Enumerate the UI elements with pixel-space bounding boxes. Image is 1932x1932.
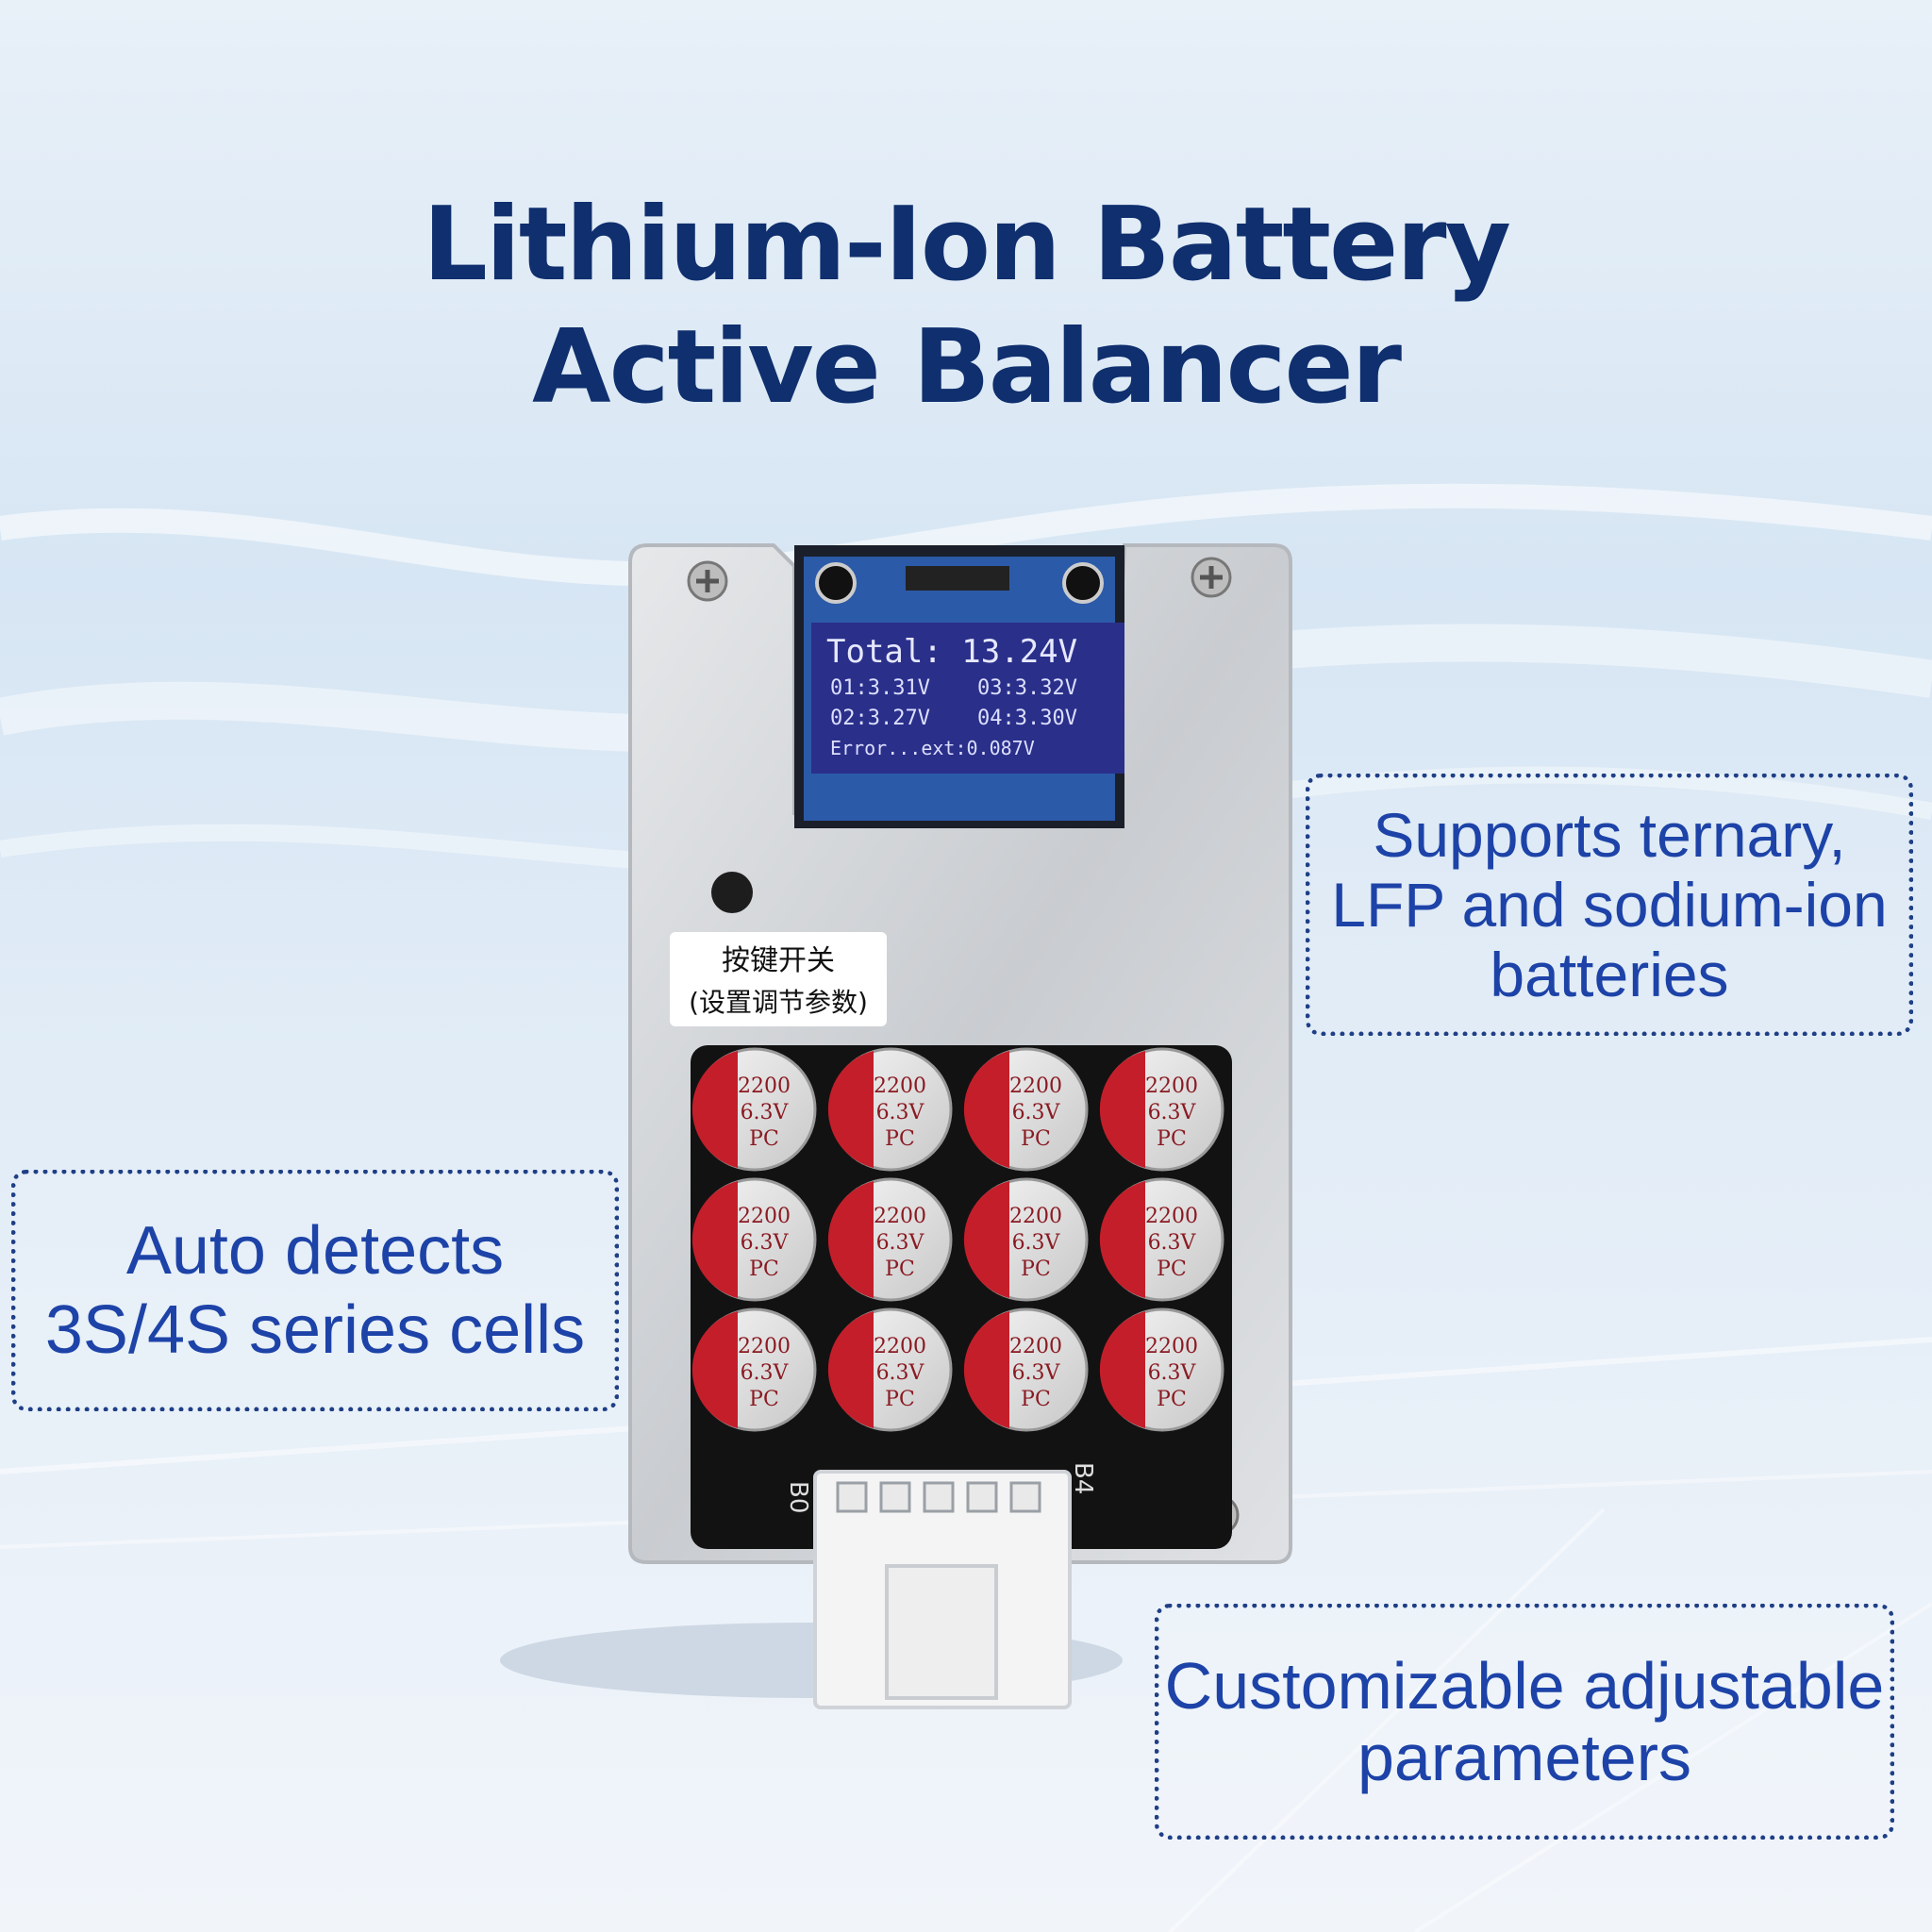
capacitor-marking: PC (749, 1257, 779, 1281)
capacitor-marking: PC (885, 1257, 915, 1281)
capacitor-marking: 2200 (1009, 1205, 1062, 1228)
capacitor-marking: PC (885, 1127, 915, 1151)
display-row2-right: 04:3.30V (977, 707, 1077, 730)
capacitor-marking: 6.3V (741, 1231, 790, 1255)
capacitor-marking: PC (1021, 1127, 1051, 1151)
display-row2-left: 02:3.27V (830, 707, 930, 730)
callout-parameters-line-2: parameters (1357, 1721, 1692, 1794)
display-total: Total: 13.24V (826, 633, 1077, 671)
capacitor: 2200 6.3V PC (963, 1307, 1089, 1432)
capacitor-marking: 6.3V (1012, 1101, 1061, 1124)
title-line-2: Active Balancer (531, 308, 1402, 426)
callout-detection-line-2: 3S/4S series cells (44, 1292, 586, 1368)
capacitor: 2200 6.3V PC (691, 1047, 817, 1172)
capacitor-marking: 2200 (874, 1335, 926, 1358)
callout-chemistry-line-3: batteries (1490, 940, 1729, 1009)
callout-detection: Auto detects 3S/4S series cells (11, 1170, 619, 1411)
callout-chemistry-line-2: LFP and sodium-ion (1331, 870, 1888, 940)
capacitor-marking: PC (1157, 1127, 1187, 1151)
capacitor-marking: 2200 (1145, 1335, 1198, 1358)
capacitor-marking: 2200 (738, 1074, 791, 1098)
capacitor-marking: 6.3V (876, 1361, 925, 1385)
capacitor: 2200 6.3V PC (1099, 1307, 1224, 1432)
display-hole-left (815, 562, 857, 604)
capacitor-marking: 2200 (1145, 1074, 1198, 1098)
label-line-2: (设置调节参数) (689, 987, 868, 1018)
capacitor-board (691, 1045, 1232, 1549)
capacitor-marking: PC (885, 1388, 915, 1411)
capacitor-marking: PC (1021, 1257, 1051, 1281)
capacitor-marking: 2200 (1009, 1074, 1062, 1098)
capacitor-marking: 6.3V (1148, 1231, 1197, 1255)
display-row1-right: 03:3.32V (977, 676, 1077, 700)
connector-label-right: B4 (1069, 1462, 1097, 1494)
capacitor-marking: 2200 (738, 1335, 791, 1358)
capacitor-marking: 6.3V (741, 1101, 790, 1124)
capacitor-marking: 6.3V (1012, 1231, 1061, 1255)
display-row1-left: 01:3.31V (830, 676, 930, 700)
capacitor-marking: 2200 (874, 1074, 926, 1098)
callout-parameters-line-1: Customizable adjustable (1164, 1649, 1885, 1723)
screw-icon (687, 560, 728, 602)
capacitor-marking: PC (1157, 1257, 1187, 1281)
capacitor-marking: 6.3V (1148, 1361, 1197, 1385)
capacitor-marking: 2200 (1009, 1335, 1062, 1358)
callout-chemistry: Supports ternary, LFP and sodium-ion bat… (1306, 774, 1913, 1036)
screw-icon (1191, 557, 1232, 598)
capacitor: 2200 6.3V PC (691, 1307, 817, 1432)
capacitor: 2200 6.3V PC (963, 1047, 1089, 1172)
capacitor-grid: 22006.3VPC22006.3VPC22006.3VPC22006.3VPC… (691, 1047, 1224, 1432)
capacitor-marking: PC (1021, 1388, 1051, 1411)
display-row3: Error...ext:0.087V (830, 737, 1035, 759)
capacitor-marking: 6.3V (1148, 1101, 1197, 1124)
capacitor-marking: PC (1157, 1388, 1187, 1411)
key-switch-button[interactable] (711, 872, 753, 913)
connector-label-left: B0 (784, 1481, 812, 1513)
capacitor-marking: 2200 (1145, 1205, 1198, 1228)
capacitor-marking: PC (749, 1127, 779, 1151)
connector-pins (836, 1481, 1041, 1513)
label-sticker (670, 932, 887, 1026)
capacitor: 2200 6.3V PC (1099, 1047, 1224, 1172)
connector-latch (885, 1564, 998, 1700)
display-hole-right (1062, 562, 1104, 604)
callout-chemistry-line-1: Supports ternary, (1373, 800, 1846, 870)
capacitor-marking: 6.3V (741, 1361, 790, 1385)
capacitor: 2200 6.3V PC (827, 1307, 953, 1432)
label-line-1: 按键开关 (722, 944, 835, 977)
capacitor-marking: 6.3V (876, 1231, 925, 1255)
capacitor-marking: 2200 (874, 1205, 926, 1228)
callout-detection-line-1: Auto detects (125, 1213, 505, 1289)
capacitor-marking: 2200 (738, 1205, 791, 1228)
oled-screen (811, 623, 1124, 774)
header-pins (906, 566, 1009, 591)
callout-parameters: Customizable adjustable parameters (1155, 1604, 1894, 1840)
capacitor-marking: PC (749, 1388, 779, 1411)
capacitor-marking: 6.3V (1012, 1361, 1061, 1385)
title-line-1: Lithium-Ion Battery (423, 186, 1511, 304)
capacitor: 2200 6.3V PC (827, 1047, 953, 1172)
capacitor-marking: 6.3V (876, 1101, 925, 1124)
